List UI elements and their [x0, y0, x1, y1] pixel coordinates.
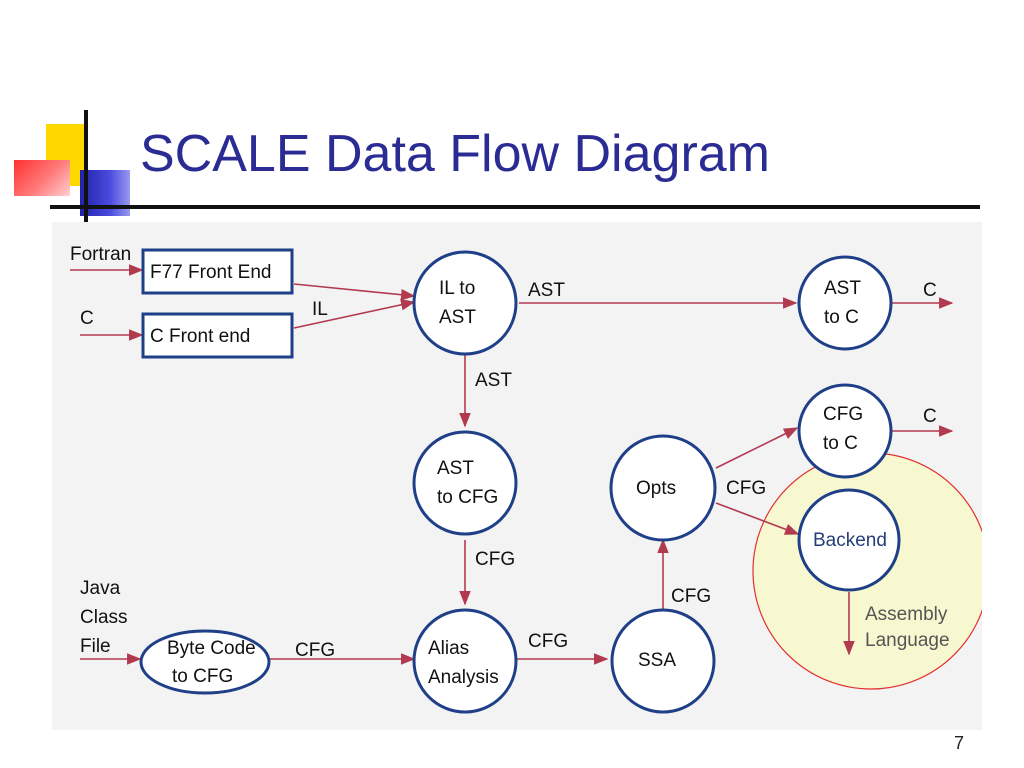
- node-ssa: [610, 608, 716, 714]
- node-ssa-label: SSA: [638, 650, 676, 671]
- node-f77-front-end: [141, 248, 294, 295]
- node-ast-c-line2: to C: [824, 307, 859, 328]
- slide-title: SCALE Data Flow Diagram: [140, 125, 770, 183]
- edge-opts-backend: [715, 502, 800, 535]
- input-java-line2: Class: [80, 607, 128, 628]
- page-number: 7: [953, 733, 964, 753]
- node-opts: [609, 434, 717, 542]
- edge-label-assembly-line1: Assembly: [865, 604, 948, 625]
- edge-label-ast-right: AST: [528, 280, 565, 301]
- input-fortran: Fortran: [70, 244, 131, 265]
- node-il-ast-line1: IL to: [439, 278, 475, 299]
- edge-label-cfg-alias: CFG: [528, 631, 568, 652]
- decor-red-square: [14, 160, 70, 196]
- node-alias-analysis: [412, 608, 518, 714]
- edge-f77-ilast: [293, 283, 416, 301]
- input-java-line1: Java: [80, 578, 121, 599]
- node-ast-cfg-line2: to CFG: [437, 487, 498, 508]
- edge-label-cfg-opts: CFG: [726, 478, 766, 499]
- node-bytecode-line1: Byte Code: [167, 638, 256, 659]
- node-cfg-c-line2: to C: [823, 433, 858, 454]
- edge-label-c-out2: C: [923, 406, 937, 427]
- node-alias-line1: Alias: [428, 638, 469, 659]
- data-flow-diagram: F77 Front End C Front end IL to AST AST …: [70, 244, 990, 714]
- edge-label-il: IL: [312, 299, 328, 320]
- diagram-panel: F77 Front End C Front end IL to AST AST …: [52, 222, 990, 730]
- node-cfg-to-c: [797, 383, 893, 479]
- edge-label-c-out1: C: [923, 280, 937, 301]
- edges: [70, 264, 954, 665]
- edge-label-cfg-down: CFG: [475, 549, 515, 570]
- title-underline: [50, 205, 980, 209]
- node-ast-to-cfg: [412, 430, 518, 536]
- node-cfront-label: C Front end: [150, 326, 250, 347]
- node-il-ast-line2: AST: [439, 307, 476, 328]
- input-c: C: [80, 308, 94, 329]
- node-cfg-c-line1: CFG: [823, 404, 863, 425]
- node-alias-line2: Analysis: [428, 667, 499, 688]
- decor-vertical-line: [84, 110, 88, 222]
- node-byte-code-to-cfg: [139, 629, 271, 695]
- edge-cfront-ilast: [293, 299, 416, 329]
- node-il-to-ast: [412, 250, 518, 356]
- edge-label-cfg-bytecode: CFG: [295, 640, 335, 661]
- node-ast-to-c: [797, 255, 893, 351]
- node-f77-label: F77 Front End: [150, 262, 271, 283]
- node-backend: [797, 488, 901, 592]
- edge-label-ast-down: AST: [475, 370, 512, 391]
- node-c-front-end: [141, 312, 294, 359]
- edge-label-assembly-line2: Language: [865, 630, 950, 651]
- node-opts-label: Opts: [636, 478, 676, 499]
- edge-label-cfg-ssa: CFG: [671, 586, 711, 607]
- node-backend-label: Backend: [813, 530, 887, 551]
- node-ast-c-line1: AST: [824, 278, 861, 299]
- node-ast-cfg-line1: AST: [437, 458, 474, 479]
- edge-opts-cfgc: [715, 427, 799, 469]
- node-bytecode-line2: to CFG: [172, 666, 233, 687]
- input-java-line3: File: [80, 636, 111, 657]
